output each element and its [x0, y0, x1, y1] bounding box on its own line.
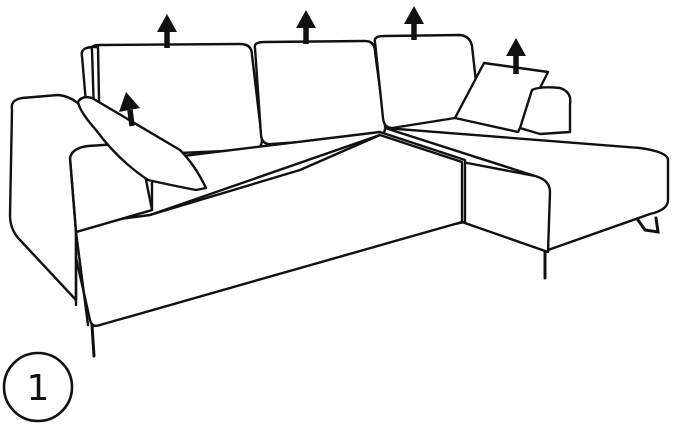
back-cushion-right [373, 33, 478, 130]
lift-arrows [119, 6, 526, 127]
arrow-up-icon [506, 38, 526, 74]
throw-pillow-left [76, 95, 208, 192]
throw-pillow-right [453, 61, 572, 136]
chaise-leg-back [636, 216, 660, 234]
step-number-badge: 1 [2, 351, 74, 423]
arrow-up-icon [296, 10, 316, 44]
arrow-up-icon [157, 14, 177, 48]
arrow-up-icon [119, 92, 140, 127]
front-leg [90, 323, 96, 358]
back-cushions [80, 33, 478, 158]
arrow-up-icon [404, 6, 424, 40]
step-number: 1 [27, 368, 50, 409]
back-cushion-middle [253, 39, 387, 146]
chaise-section [383, 126, 670, 280]
